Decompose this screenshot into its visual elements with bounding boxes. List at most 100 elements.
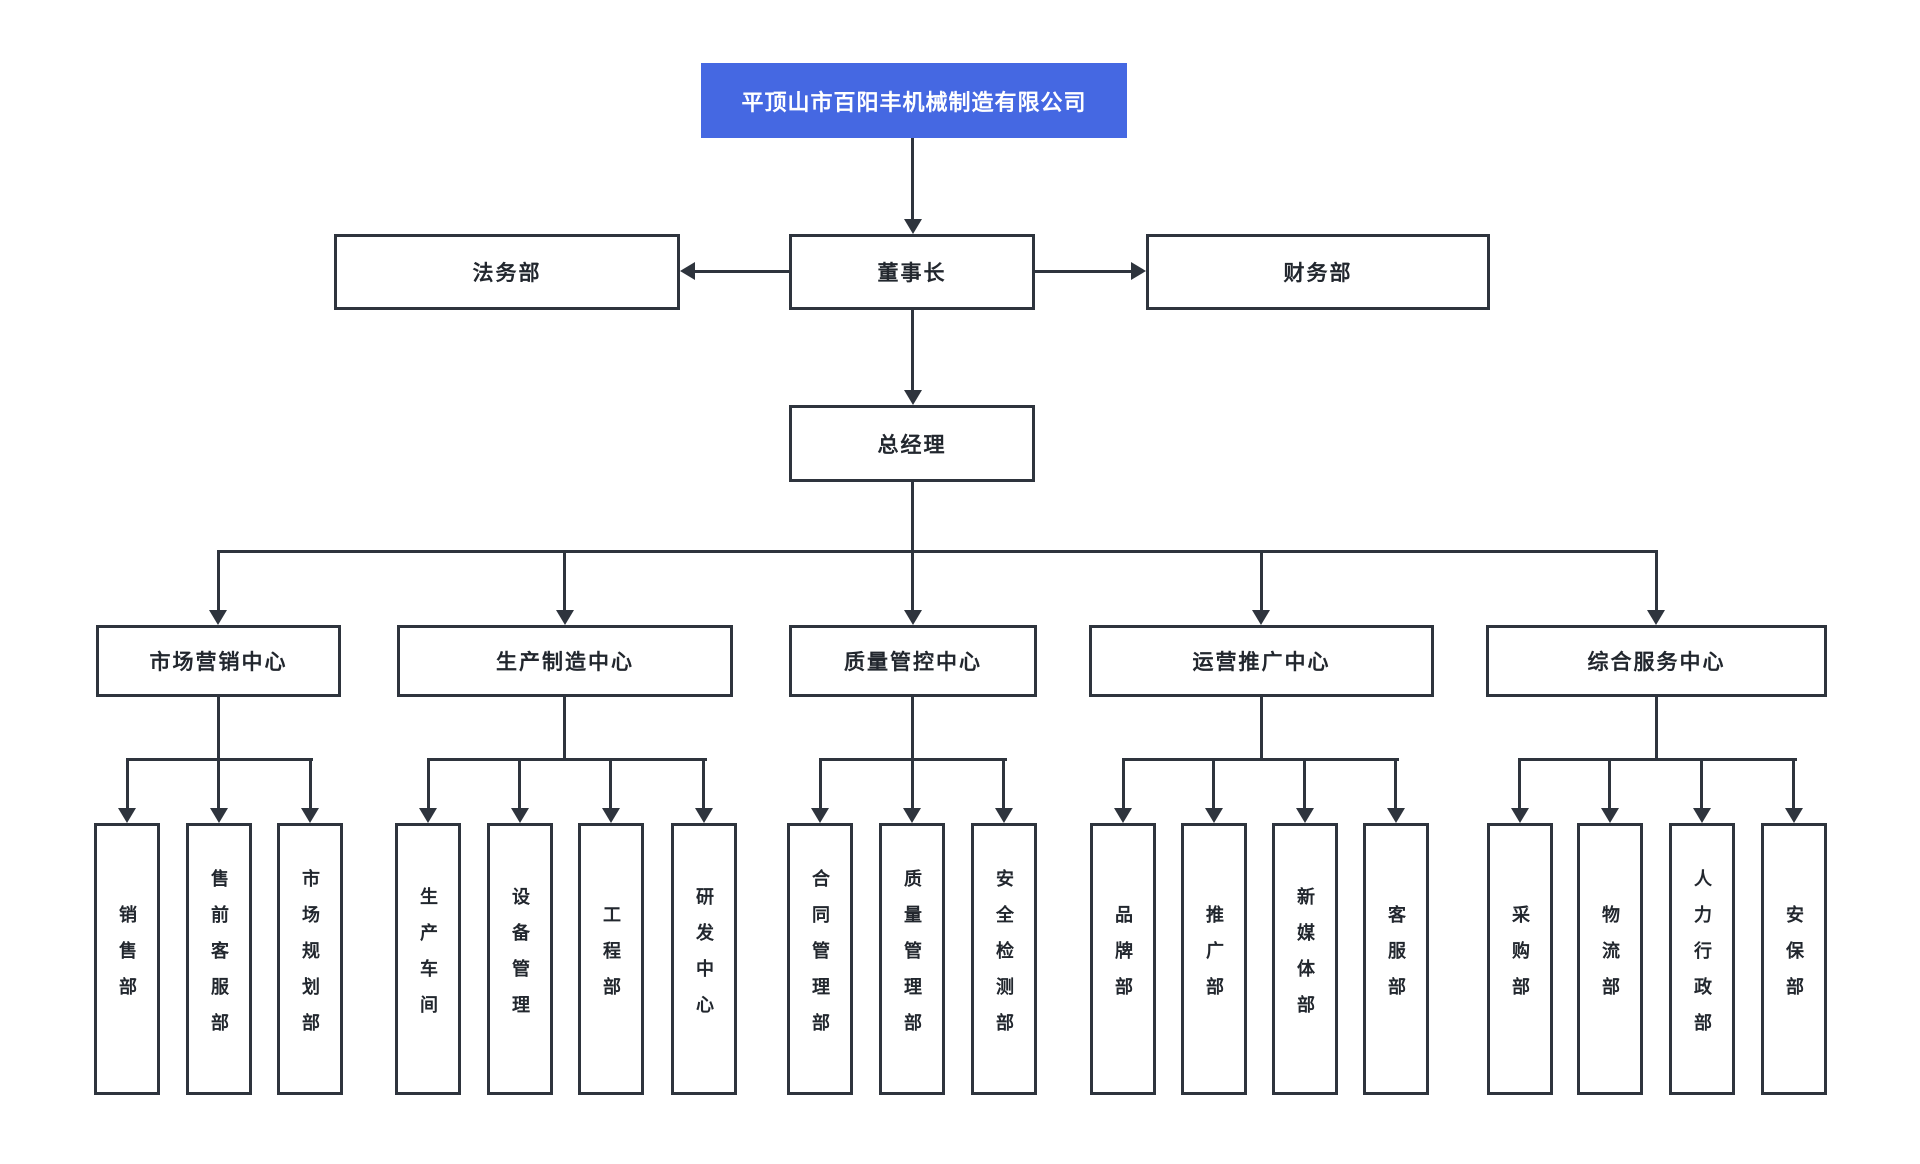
connector-line [1212, 758, 1215, 810]
dept-node-hr-admin[interactable]: 人力行政部 [1669, 823, 1735, 1095]
dept-node-purchasing[interactable]: 采购部 [1487, 823, 1553, 1095]
dept-node-customer-service[interactable]: 客服部 [1363, 823, 1429, 1095]
arrowhead-down-icon [1693, 808, 1711, 823]
arrowhead-down-icon [1114, 808, 1132, 823]
dept-label: 生产车间 [418, 887, 438, 1031]
arrowhead-right-icon [1131, 262, 1146, 280]
connector-line [217, 758, 220, 810]
connector-line [217, 550, 220, 612]
arrowhead-down-icon [210, 808, 228, 823]
dept-node-market-planning[interactable]: 市场规划部 [277, 823, 343, 1095]
arrowhead-down-icon [209, 610, 227, 625]
dept-node-presales-service[interactable]: 售前客服部 [186, 823, 252, 1095]
connector-line [1519, 758, 1797, 761]
connector-line [563, 697, 566, 760]
arrowhead-down-icon [1387, 808, 1405, 823]
dept-label: 工程部 [601, 905, 621, 1013]
arrowhead-down-icon [419, 808, 437, 823]
general-manager-node[interactable]: 总经理 [789, 405, 1035, 482]
connector-line [702, 758, 705, 810]
connector-line [1303, 758, 1306, 810]
arrowhead-down-icon [995, 808, 1013, 823]
dept-node-equipment[interactable]: 设备管理 [487, 823, 553, 1095]
arrowhead-down-icon [904, 390, 922, 405]
chairman-node[interactable]: 董事长 [789, 234, 1035, 310]
arrowhead-down-icon [301, 808, 319, 823]
arrowhead-down-icon [1205, 808, 1223, 823]
connector-line [693, 270, 789, 273]
legal-dept-node[interactable]: 法务部 [334, 234, 680, 310]
connector-line [1260, 697, 1263, 760]
connector-line [609, 758, 612, 810]
connector-line [911, 138, 914, 221]
connector-line [1700, 758, 1703, 810]
arrowhead-down-icon [695, 808, 713, 823]
arrowhead-left-icon [680, 262, 695, 280]
connector-line [911, 697, 914, 760]
company-root-node[interactable]: 平顶山市百阳丰机械制造有限公司 [701, 63, 1127, 138]
connector-line [1260, 550, 1263, 612]
center-node-production[interactable]: 生产制造中心 [397, 625, 733, 697]
dept-node-rnd[interactable]: 研发中心 [671, 823, 737, 1095]
dept-label: 客服部 [1386, 905, 1406, 1013]
arrowhead-down-icon [1511, 808, 1529, 823]
connector-line [1518, 758, 1521, 810]
arrowhead-down-icon [556, 610, 574, 625]
connector-line [911, 310, 914, 392]
arrowhead-down-icon [1647, 610, 1665, 625]
arrowhead-down-icon [1252, 610, 1270, 625]
connector-line [1792, 758, 1795, 810]
dept-node-safety-testing[interactable]: 安全检测部 [971, 823, 1037, 1095]
dept-label: 新媒体部 [1295, 887, 1315, 1031]
connector-line [1655, 697, 1658, 760]
dept-node-logistics[interactable]: 物流部 [1577, 823, 1643, 1095]
center-node-services[interactable]: 综合服务中心 [1486, 625, 1827, 697]
arrowhead-down-icon [904, 219, 922, 234]
connector-line [1002, 758, 1005, 810]
connector-line [911, 482, 914, 553]
connector-line [309, 758, 312, 810]
arrowhead-down-icon [1601, 808, 1619, 823]
center-node-operations[interactable]: 运营推广中心 [1089, 625, 1434, 697]
connector-line [1655, 550, 1658, 612]
dept-node-workshop[interactable]: 生产车间 [395, 823, 461, 1095]
connector-line [518, 758, 521, 810]
arrowhead-down-icon [1296, 808, 1314, 823]
arrowhead-down-icon [118, 808, 136, 823]
dept-label: 售前客服部 [209, 869, 229, 1049]
arrowhead-down-icon [511, 808, 529, 823]
dept-label: 品牌部 [1113, 905, 1133, 1013]
center-node-marketing[interactable]: 市场营销中心 [96, 625, 341, 697]
arrowhead-down-icon [811, 808, 829, 823]
dept-node-brand[interactable]: 品牌部 [1090, 823, 1156, 1095]
connector-line [217, 550, 1658, 553]
dept-node-promotion[interactable]: 推广部 [1181, 823, 1247, 1095]
connector-line [427, 758, 430, 810]
finance-dept-node[interactable]: 财务部 [1146, 234, 1490, 310]
dept-label: 市场规划部 [300, 869, 320, 1049]
connector-line [1035, 270, 1131, 273]
connector-line [911, 758, 914, 810]
connector-line [1122, 758, 1399, 761]
dept-label: 设备管理 [510, 887, 530, 1031]
dept-node-quality-mgmt[interactable]: 质量管理部 [879, 823, 945, 1095]
center-node-quality[interactable]: 质量管控中心 [789, 625, 1037, 697]
dept-label: 安全检测部 [994, 869, 1014, 1049]
connector-line [563, 550, 566, 612]
dept-label: 销售部 [117, 905, 137, 1013]
arrowhead-down-icon [1785, 808, 1803, 823]
arrowhead-down-icon [904, 610, 922, 625]
connector-line [819, 758, 822, 810]
connector-line [217, 697, 220, 760]
dept-node-sales[interactable]: 销售部 [94, 823, 160, 1095]
dept-label: 合同管理部 [810, 869, 830, 1049]
arrowhead-down-icon [903, 808, 921, 823]
dept-node-engineering[interactable]: 工程部 [578, 823, 644, 1095]
dept-node-security[interactable]: 安保部 [1761, 823, 1827, 1095]
arrowhead-down-icon [602, 808, 620, 823]
dept-label: 推广部 [1204, 905, 1224, 1013]
dept-node-contract-mgmt[interactable]: 合同管理部 [787, 823, 853, 1095]
dept-label: 质量管理部 [902, 869, 922, 1049]
dept-node-new-media[interactable]: 新媒体部 [1272, 823, 1338, 1095]
